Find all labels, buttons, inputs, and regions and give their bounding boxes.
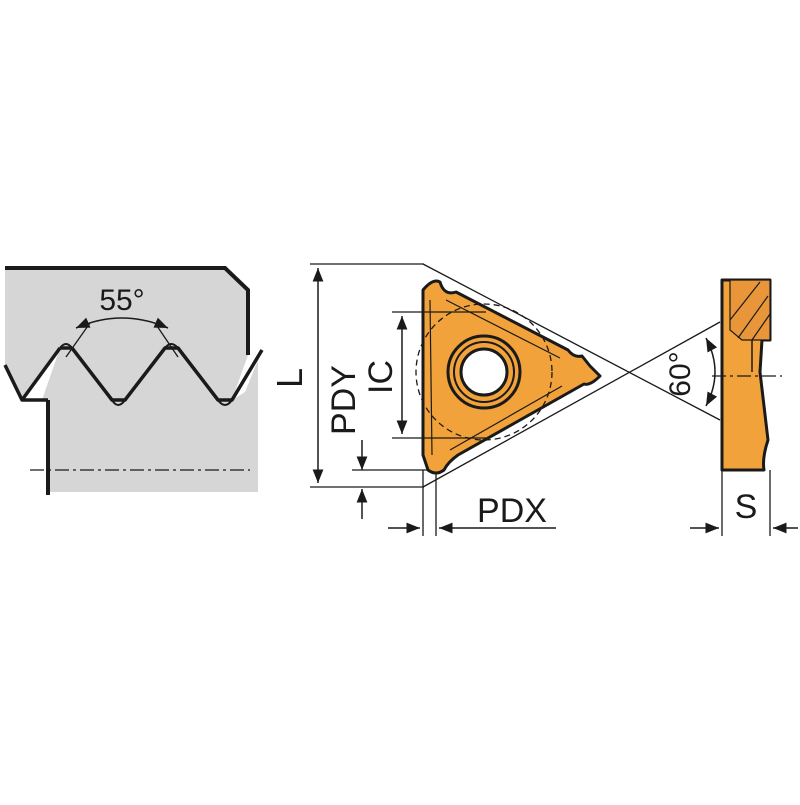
hatch-line-2: [737, 295, 769, 339]
thread-tooth-outline: [3, 346, 264, 402]
chipbreaker-edge: [429, 299, 563, 456]
threading-tool-body: [5, 268, 248, 400]
insert-angle-arc: [705, 337, 718, 407]
thread-crest-2: [164, 343, 179, 349]
thread-angle-arc: [75, 317, 169, 329]
l-label: L: [269, 368, 310, 388]
thread-root-2: [217, 399, 233, 406]
pdx-label: PDX: [477, 492, 547, 530]
s-label: S: [735, 488, 758, 526]
angle-leader-left: [65, 322, 91, 358]
insert-side-hatch: [729, 279, 771, 341]
thread-crest-1: [59, 343, 73, 349]
thread-profile-view: 55°: [3, 266, 264, 495]
insert-side-view: S: [690, 278, 798, 536]
tool-outline: [5, 266, 250, 355]
thread-root-1: [111, 399, 126, 406]
insert-angle-label: 60°: [664, 351, 697, 396]
pdy-label: PDY: [325, 365, 363, 435]
angle-line-lower: [422, 321, 721, 488]
hatch-line-3: [751, 313, 771, 341]
hatch-line-1: [729, 281, 761, 321]
angle-line-upper: [422, 263, 721, 421]
insert-front-view: L PDY IC PDX 60°: [269, 263, 721, 536]
inscribed-circle: [415, 303, 553, 441]
angle-leader-right: [154, 322, 179, 358]
thread-angle-label: 55°: [99, 284, 144, 317]
clamping-hole: [459, 347, 509, 397]
ic-label: IC: [362, 360, 400, 394]
